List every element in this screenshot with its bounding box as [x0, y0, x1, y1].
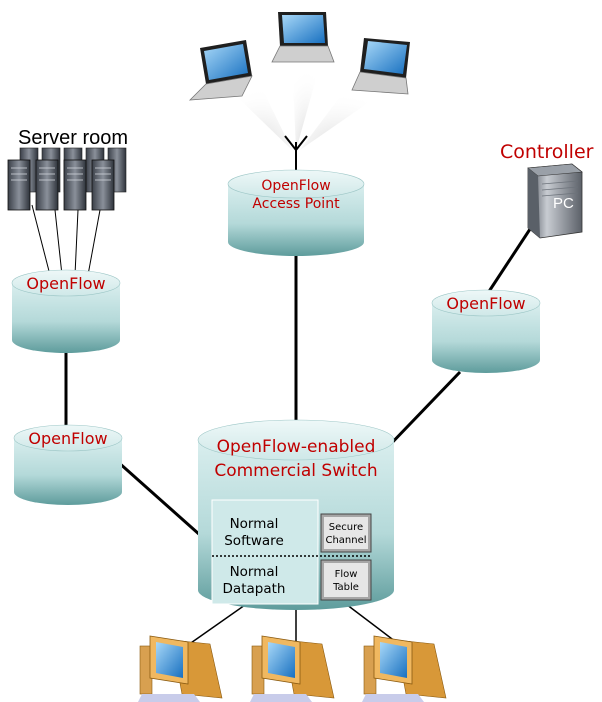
desktop-pc-icon — [138, 635, 223, 702]
server-room-label: Server room — [18, 127, 128, 149]
openflow-server-label: OpenFlow — [26, 274, 105, 293]
secure-channel-line2: Channel — [325, 535, 366, 546]
laptop-icon — [351, 38, 410, 95]
antenna-icon — [284, 135, 308, 170]
server-rack-icon — [7, 147, 127, 211]
flow-table-line1: Flow — [335, 569, 358, 580]
pc-label: PC — [553, 195, 574, 212]
flow-table-box: Flow Table — [320, 559, 372, 601]
secure-channel-box: Secure Channel — [320, 513, 372, 553]
desktop-pc-icon — [250, 635, 335, 702]
flow-table-line2: Table — [332, 582, 359, 593]
normal-software-line2: Software — [224, 533, 284, 549]
secure-channel-line1: Secure — [329, 522, 363, 533]
access-point-label-line2: Access Point — [252, 196, 340, 212]
openflow-right-switch: OpenFlow — [431, 289, 541, 373]
access-point-label-line1: OpenFlow — [261, 178, 330, 194]
openflow-server-switch: OpenFlow — [11, 269, 121, 353]
normal-datapath-line1: Normal — [230, 564, 279, 580]
openflow-commercial-switch: OpenFlow-enabled Commercial Switch Norma… — [197, 419, 395, 610]
normal-software-line1: Normal — [230, 516, 279, 532]
laptop-icon — [271, 12, 335, 63]
normal-stack-box — [211, 499, 319, 605]
openflow-left-switch: OpenFlow — [13, 424, 123, 505]
openflow-right-label: OpenFlow — [446, 294, 525, 313]
openflow-left-label: OpenFlow — [28, 429, 107, 448]
normal-datapath-line2: Datapath — [223, 581, 286, 597]
controller-label: Controller — [500, 141, 594, 163]
desktop-pc-icon — [362, 635, 447, 702]
wireless-waves — [230, 58, 378, 150]
switch-label-line2: Commercial Switch — [214, 461, 377, 481]
switch-label-line1: OpenFlow-enabled — [217, 437, 376, 457]
laptop-icon — [188, 40, 253, 101]
controller-pc-icon: PC — [527, 163, 583, 239]
openflow-access-point: OpenFlow Access Point — [227, 169, 365, 256]
